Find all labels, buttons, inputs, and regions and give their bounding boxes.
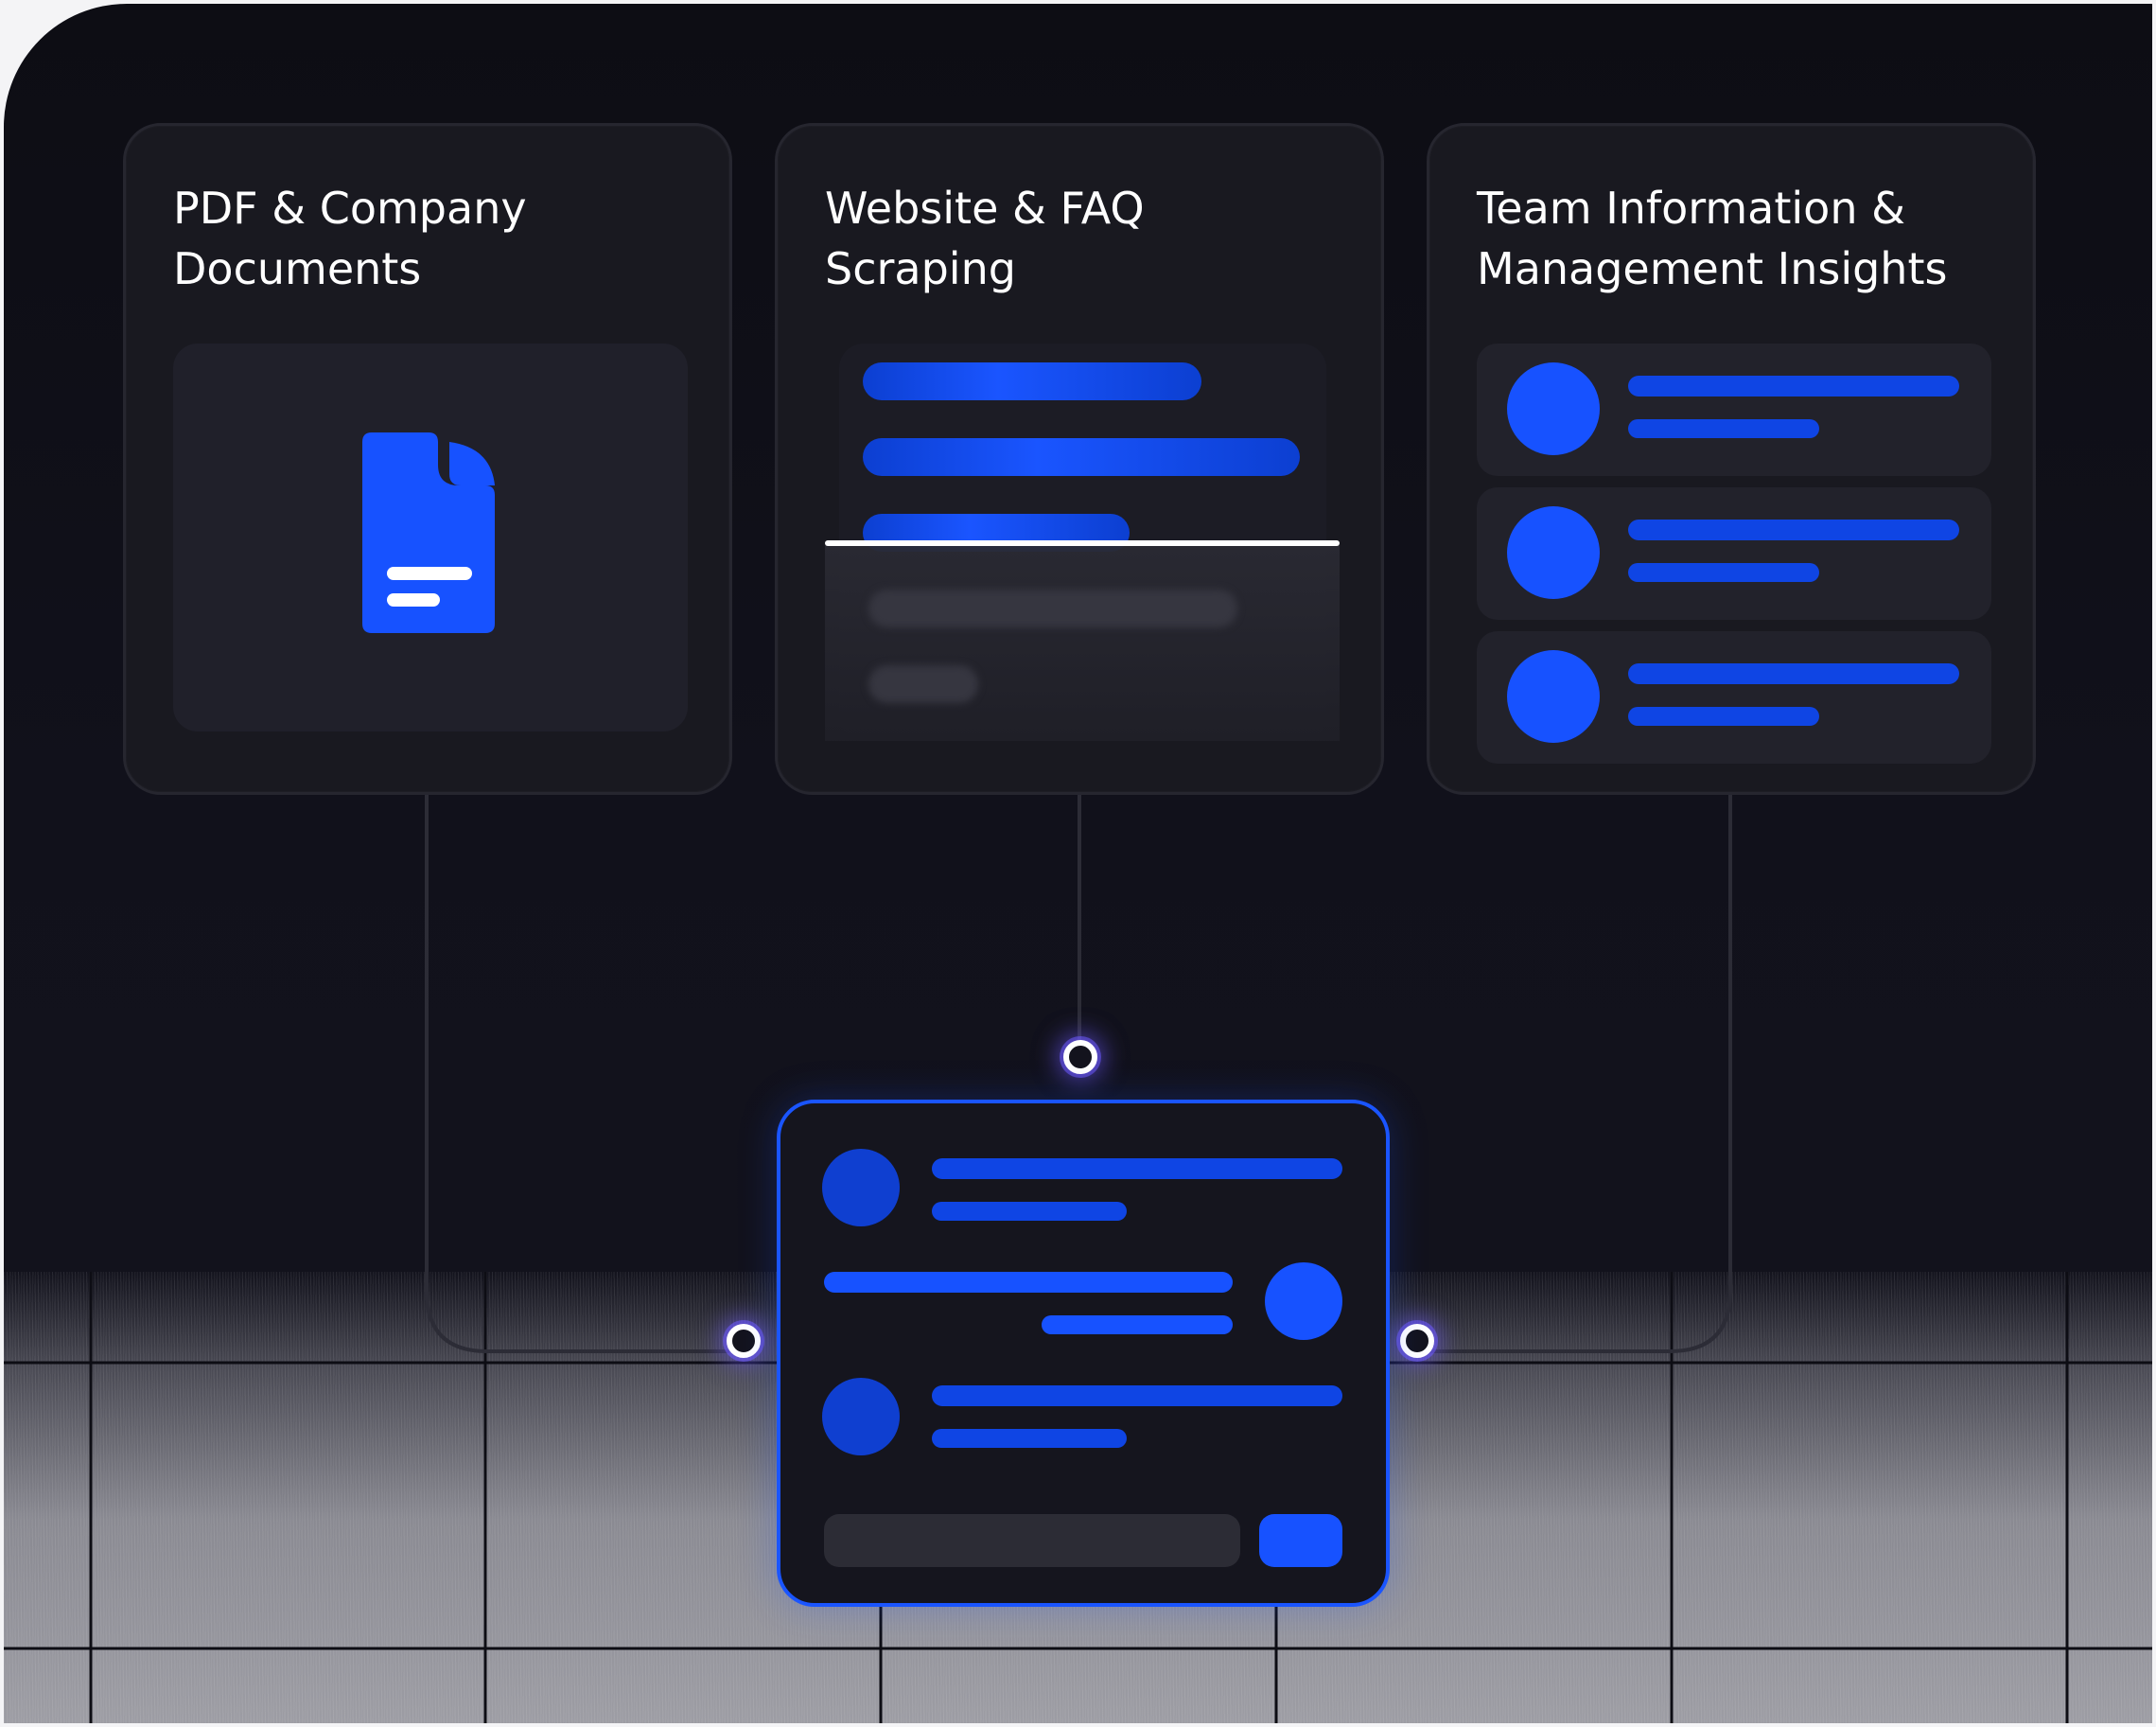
diagram-canvas: PDF & Company Documents Website & FAQ Sc… <box>4 4 2152 1723</box>
avatar <box>1507 650 1600 743</box>
message-input[interactable] <box>824 1514 1240 1567</box>
team-member-row <box>1477 487 1991 620</box>
card-title: PDF & Company Documents <box>173 178 703 299</box>
card-team-information: Team Information & Management Insights <box>1427 123 2036 795</box>
connection-node-left <box>727 1324 761 1358</box>
document-icon <box>362 432 495 633</box>
card-title-line: PDF & Company <box>173 183 527 234</box>
team-member-name <box>1628 663 1959 684</box>
card-website-faq: Website & FAQ Scraping <box>775 123 1384 795</box>
bot-message-line <box>932 1429 1127 1448</box>
document-preview <box>173 344 688 731</box>
connection-node-right <box>1400 1324 1434 1358</box>
bot-avatar <box>822 1378 900 1455</box>
team-member-row <box>1477 631 1991 764</box>
card-title-line: Documents <box>173 243 422 294</box>
team-member-role <box>1628 563 1819 582</box>
team-member-role <box>1628 419 1819 438</box>
scraped-line <box>863 438 1300 476</box>
bot-avatar <box>822 1149 900 1226</box>
chat-assistant-card <box>777 1100 1390 1607</box>
connector-right <box>1426 795 1732 1353</box>
card-title-line: Scraping <box>825 243 1016 294</box>
scraped-line <box>863 362 1201 400</box>
connector-left <box>425 795 729 1353</box>
card-title-line: Website & FAQ <box>825 183 1145 234</box>
card-title-line: Management Insights <box>1477 243 1948 294</box>
card-pdf-documents: PDF & Company Documents <box>123 123 732 795</box>
team-member-role <box>1628 707 1819 726</box>
bot-message-line <box>932 1385 1342 1406</box>
connector-lines <box>425 795 1732 1353</box>
team-member-name <box>1628 520 1959 540</box>
user-message-line <box>824 1272 1233 1293</box>
team-member-row <box>1477 344 1991 476</box>
bot-message-line <box>932 1202 1127 1221</box>
bot-message-line <box>932 1158 1342 1179</box>
avatar <box>1507 506 1600 599</box>
connection-node-top <box>1063 1040 1097 1074</box>
send-button[interactable] <box>1259 1514 1342 1567</box>
card-title: Website & FAQ Scraping <box>825 178 1355 299</box>
user-message-line <box>1042 1315 1233 1334</box>
unscanned-line <box>868 590 1237 627</box>
card-title-line: Team Information & <box>1477 183 1905 234</box>
user-avatar <box>1265 1262 1342 1340</box>
unscanned-line <box>868 665 978 703</box>
scan-line <box>825 540 1340 546</box>
unscanned-area <box>825 542 1340 741</box>
team-member-name <box>1628 376 1959 397</box>
avatar <box>1507 362 1600 455</box>
card-title: Team Information & Management Insights <box>1477 178 2007 299</box>
